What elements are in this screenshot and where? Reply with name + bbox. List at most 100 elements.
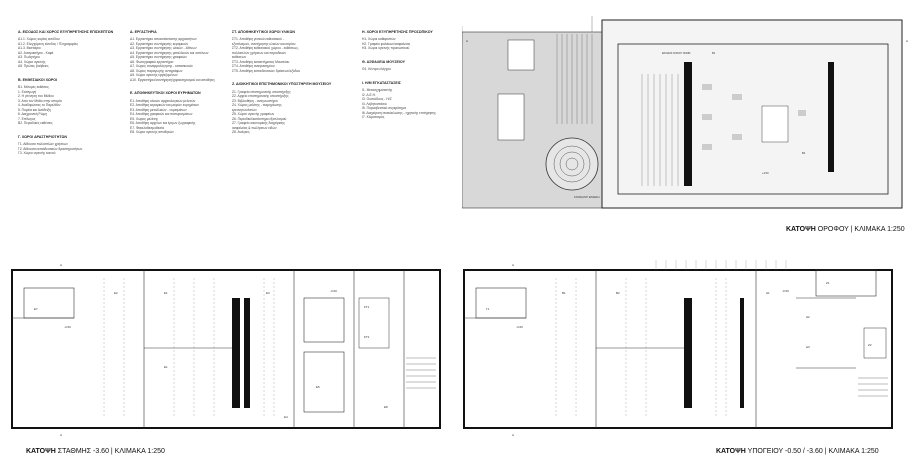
legend-item: Η3. Χώροι υγιεινής προσωπικού <box>362 46 410 51</box>
legend-group-title: Ε. ΑΠΟΘΗΚΕΥΤΙΚΟΙ ΧΩΡΟΙ ΕΥΡΗΜΑΤΩΝ <box>130 91 201 96</box>
basement-label-10: -3.60 <box>516 325 523 329</box>
station-caption-sub: ΣΤΑΘΜΗΣ -3.60 | ΚΛΙΜΑΚΑ 1:250 <box>57 448 165 455</box>
roof-label-5: +3.50 <box>762 171 769 175</box>
legend-item: Δ4. Εργαστήριο συντήρησης μεταλλικών και… <box>130 50 209 55</box>
legend-item: 4. Αναδιφώντας το Παρελθόν <box>18 103 61 108</box>
legend-item: Ζ2. Αρχείο επιστημονικής υποστήριξης <box>232 94 289 99</box>
legend-item: 5. Πορεία και Ανάδειξη <box>18 107 51 112</box>
roof-caption-main: ΚΑΤΟΨΗ <box>786 226 816 233</box>
legend-group-title: Η. ΧΩΡΟΙ ΕΞΥΠΗΡΕΤΗΣΗΣ ΠΡΟΣΩΠΙΚΟΥ <box>362 30 433 34</box>
basement-caption: ΚΑΤΟΨΗ ΥΠΟΓΕΙΟΥ -0.50 / -3.60 | ΚΛΙΜΑΚΑ … <box>716 448 879 455</box>
legend-item: Δ1. Εργαστήριο αποκατάστασης αρχαιοτήτων <box>130 37 197 42</box>
basement-label-3: Δ1 <box>766 291 770 295</box>
roof-label-7: Α <box>906 39 908 43</box>
roof-label-6: Α <box>466 39 468 43</box>
legend-item: εξοπλισμού, συντήρησης υλικών και κτιρίο… <box>232 41 296 46</box>
legend-item: ΣΤ5. Αποθήκη εκπαιδευτικών δράσεων/εξόδο… <box>232 68 301 73</box>
legend-item: ερευνητών/ιστών <box>232 107 257 112</box>
legend-item: Ι6. Διαχείριση ανακύκλωσης - ηχητικής επ… <box>362 110 436 115</box>
roof-plan: ΚΑΤΑΝΑΝΤΙ ΕΚΘΕΣΗ ΕΙΣΟΔΟΣ ΚΟΙΝΟΥ ΝΟΜΙΣ Β1… <box>462 14 914 214</box>
legend-item: Δ3. Εργαστήριο συντήρησης υλικών - λίθιν… <box>130 46 197 51</box>
basement-label-4: Δ2 <box>806 315 810 319</box>
legend-item: Β2. Περιοδικές εκθέσεις <box>18 121 53 126</box>
basement-label-7: Ζ2 <box>868 343 872 347</box>
legend-item: εκθέσεων <box>232 55 247 60</box>
legend-item: Ε6. Αποθήκη αρχείων και έργων ζωγραφικής <box>130 121 196 126</box>
legend-item: ΣΤ3. Αποθήκη καταστήματος Μουσείου <box>232 59 290 64</box>
legend-item: Ι4. Λεβητοστάσιο <box>362 101 387 106</box>
legend-col-1: Α. ΕΙΣΟΔΟΣ ΚΑΙ ΧΩΡΟΣ ΕΞΥΠΗΡΕΤΗΣΗΣ ΕΠΙΣΚΕ… <box>18 30 136 165</box>
roof-label-2: ΕΙΣΟΔΟΣ ΚΟΙΝΟΥ ΝΟΜΙΣ <box>662 52 691 55</box>
station-label-7: ΣΤ1 <box>364 305 370 309</box>
roof-label-4: Β2 <box>802 151 806 155</box>
legend-item: Γ3. Χώροι υγιεινής κοινού <box>18 151 56 156</box>
station-label-1: Ε2 <box>114 291 118 295</box>
basement-label-9: -0.50 <box>782 289 789 293</box>
legend-item: Ι3. Ουσιώδους - Η/Ζ <box>362 97 392 102</box>
legend-group-title: Α. ΕΙΣΟΔΟΣ ΚΑΙ ΧΩΡΟΣ ΕΞΥΠΗΡΕΤΗΣΗΣ ΕΠΙΣΚΕ… <box>18 30 114 34</box>
station-label-13: Α <box>60 433 62 437</box>
legend-item: Ζ8. Ανάγκες <box>232 130 250 135</box>
legend-item: Δ7. Χώρος συναρμολόγησης - κατασκευών <box>130 64 193 69</box>
basement-label-8: Γ1 <box>486 307 490 311</box>
station-label-11: -3.60 <box>330 289 337 293</box>
legend-item: ΣΤ1. Αποθήκη γενικού εκθεσιακού - <box>232 37 284 42</box>
legend-item: Ζ1. Γραφεία επιστημονικής υποστήριξης <box>232 89 291 94</box>
legend-item: Ε7. Φακελοθεσμοθεσία <box>130 125 164 130</box>
legend-item: Ζ6. Περιοδικό/κατάστημα εξοπλισμού <box>232 116 287 121</box>
legend-item: ΣΤ4. Αποθήκη αναψυκτηρίου <box>232 64 275 69</box>
basement-plan: Β1 Β2 Δ1 Δ2 Δ3 Ζ1 Ζ2 Γ1 -0.50 -3.60 Α Α <box>456 258 911 438</box>
legend-group: Γ. ΧΩΡΟΙ ΔΡΑΣΤΗΡΙΟΤΗΤΩΝ Γ1. Αίθουσα πολλα… <box>18 135 136 156</box>
legend-item: Β1. Μόνιμες εκθέσεις <box>18 85 49 90</box>
basement-caption-main: ΚΑΤΟΨΗ <box>716 448 746 455</box>
station-label-5: Ε4 <box>284 415 288 419</box>
station-label-12: Α <box>60 263 62 267</box>
station-plan: Ε2 Ε1 Ε1 Ε3 Ε4 Ε5 ΣΤ1 ΣΤ2 Ε7 -3.60 -3.60… <box>4 258 449 438</box>
station-caption: ΚΑΤΟΨΗ ΣΤΑΘΜΗΣ -3.60 | ΚΛΙΜΑΚΑ 1:250 <box>26 448 165 455</box>
legend-item: ΣΤ2. Αποθήκη εκθεσιακού χώρου - εκθέσεως… <box>232 46 299 51</box>
legend-item: Ε2. Αποθήκη κεραμικών και μικρών ευρημάτ… <box>130 103 200 108</box>
station-label-8: ΣΤ2 <box>364 335 370 339</box>
legend: Α. ΕΙΣΟΔΟΣ ΚΑΙ ΧΩΡΟΣ ΕΞΥΠΗΡΕΤΗΣΗΣ ΕΠΙΣΚΕ… <box>0 0 455 235</box>
roof-label-3: Β1 <box>712 51 716 55</box>
legend-item: Γ1. Αίθουσα πολλαπλών χρήσεων <box>18 142 68 147</box>
station-label-3: Ε1 <box>164 365 168 369</box>
legend-item: 2. Η γέννηση του Μύθου <box>18 94 54 99</box>
legend-group-title: Θ. ΑΣΦΑΛΕΙΑ ΜΟΥΣΕΙΟΥ <box>362 59 405 64</box>
legend-group: Ζ. ΔΙΟΙΚΗΤΙΚΟΙ ΕΠΙΣΤΗΜΟΝΙΚΟΙ ΥΠΟΣΤΗΡΙΞΗ … <box>232 82 350 134</box>
legend-item: Θ1. Κέντρο ελέγχου <box>362 67 391 72</box>
basement-label-11: Α <box>512 263 514 267</box>
legend-item: Ι5. Πυροσβεστικό συγκρότημα <box>362 106 407 111</box>
legend-group-title: Ι. Η/Μ ΕΓΚΑΤΑΣΤΑΣΕΙΣ <box>362 80 401 85</box>
station-label-9: Ε7 <box>34 307 38 311</box>
legend-item: Δ6. Φωτογραφικό εργαστήριο <box>130 59 174 64</box>
basement-label-12: Α <box>512 433 514 437</box>
roof-caption-sub: ΟΡΟΦΟΥ | ΚΛΙΜΑΚΑ 1:250 <box>817 226 905 233</box>
legend-group-title: ΣΤ. ΑΠΟΘΗΚΕΥΤΙΚΟΙ ΧΩΡΟΙ ΥΛΙΚΩΝ <box>232 30 295 34</box>
legend-item: Α4. Χώροι υγιεινής <box>18 59 46 64</box>
legend-item: Α1.3. Βεστιάριο <box>18 46 41 51</box>
legend-item: Γ2. Αίθουσα εκπαιδευτικών δραστηριοτήτων <box>18 146 83 151</box>
legend-item: Ε1. Αποθήκη υλικών αρχαιολογικών μελετών <box>130 98 196 103</box>
legend-group-title: Ζ. ΔΙΟΙΚΗΤΙΚΟΙ ΕΠΙΣΤΗΜΟΝΙΚΟΙ ΥΠΟΣΤΗΡΙΞΗ … <box>232 82 332 87</box>
legend-item: Α1.2. Ελεγχόμενη είσοδος / Πληροφορίες <box>18 41 79 46</box>
basement-label-1: Β1 <box>562 291 566 295</box>
legend-item: Ε4. Αποθήκη γραφικών και παπυρισμάτων <box>130 112 193 117</box>
legend-item: Ε3. Αποθήκη μεταλλικών - νομισμάτων <box>130 107 187 112</box>
station-label-6: Ε5 <box>316 385 320 389</box>
station-label-4: Ε3 <box>266 291 270 295</box>
station-caption-main: ΚΑΤΟΨΗ <box>26 448 56 455</box>
legend-item: Δ9. Χώροι υγιεινής εργαζομένων <box>130 73 178 78</box>
legend-item: ασφαλείας & πωλήσεων ειδών <box>232 125 277 130</box>
legend-group: Α. ΕΙΣΟΔΟΣ ΚΑΙ ΧΩΡΟΣ ΕΞΥΠΗΡΕΤΗΣΗΣ ΕΠΙΣΚΕ… <box>18 30 136 69</box>
station-label-2: Ε1 <box>164 291 168 295</box>
legend-group-title: Γ. ΧΩΡΟΙ ΔΡΑΣΤΗΡΙΟΤΗΤΩΝ <box>18 134 67 139</box>
roof-label-1: ΚΑΤΑΝΑΝΤΙ ΕΚΘΕΣΗ <box>574 195 600 199</box>
legend-group: Ε. ΑΠΟΘΗΚΕΥΤΙΚΟΙ ΧΩΡΟΙ ΕΥΡΗΜΑΤΩΝ Ε1. Αποθ… <box>130 91 248 134</box>
